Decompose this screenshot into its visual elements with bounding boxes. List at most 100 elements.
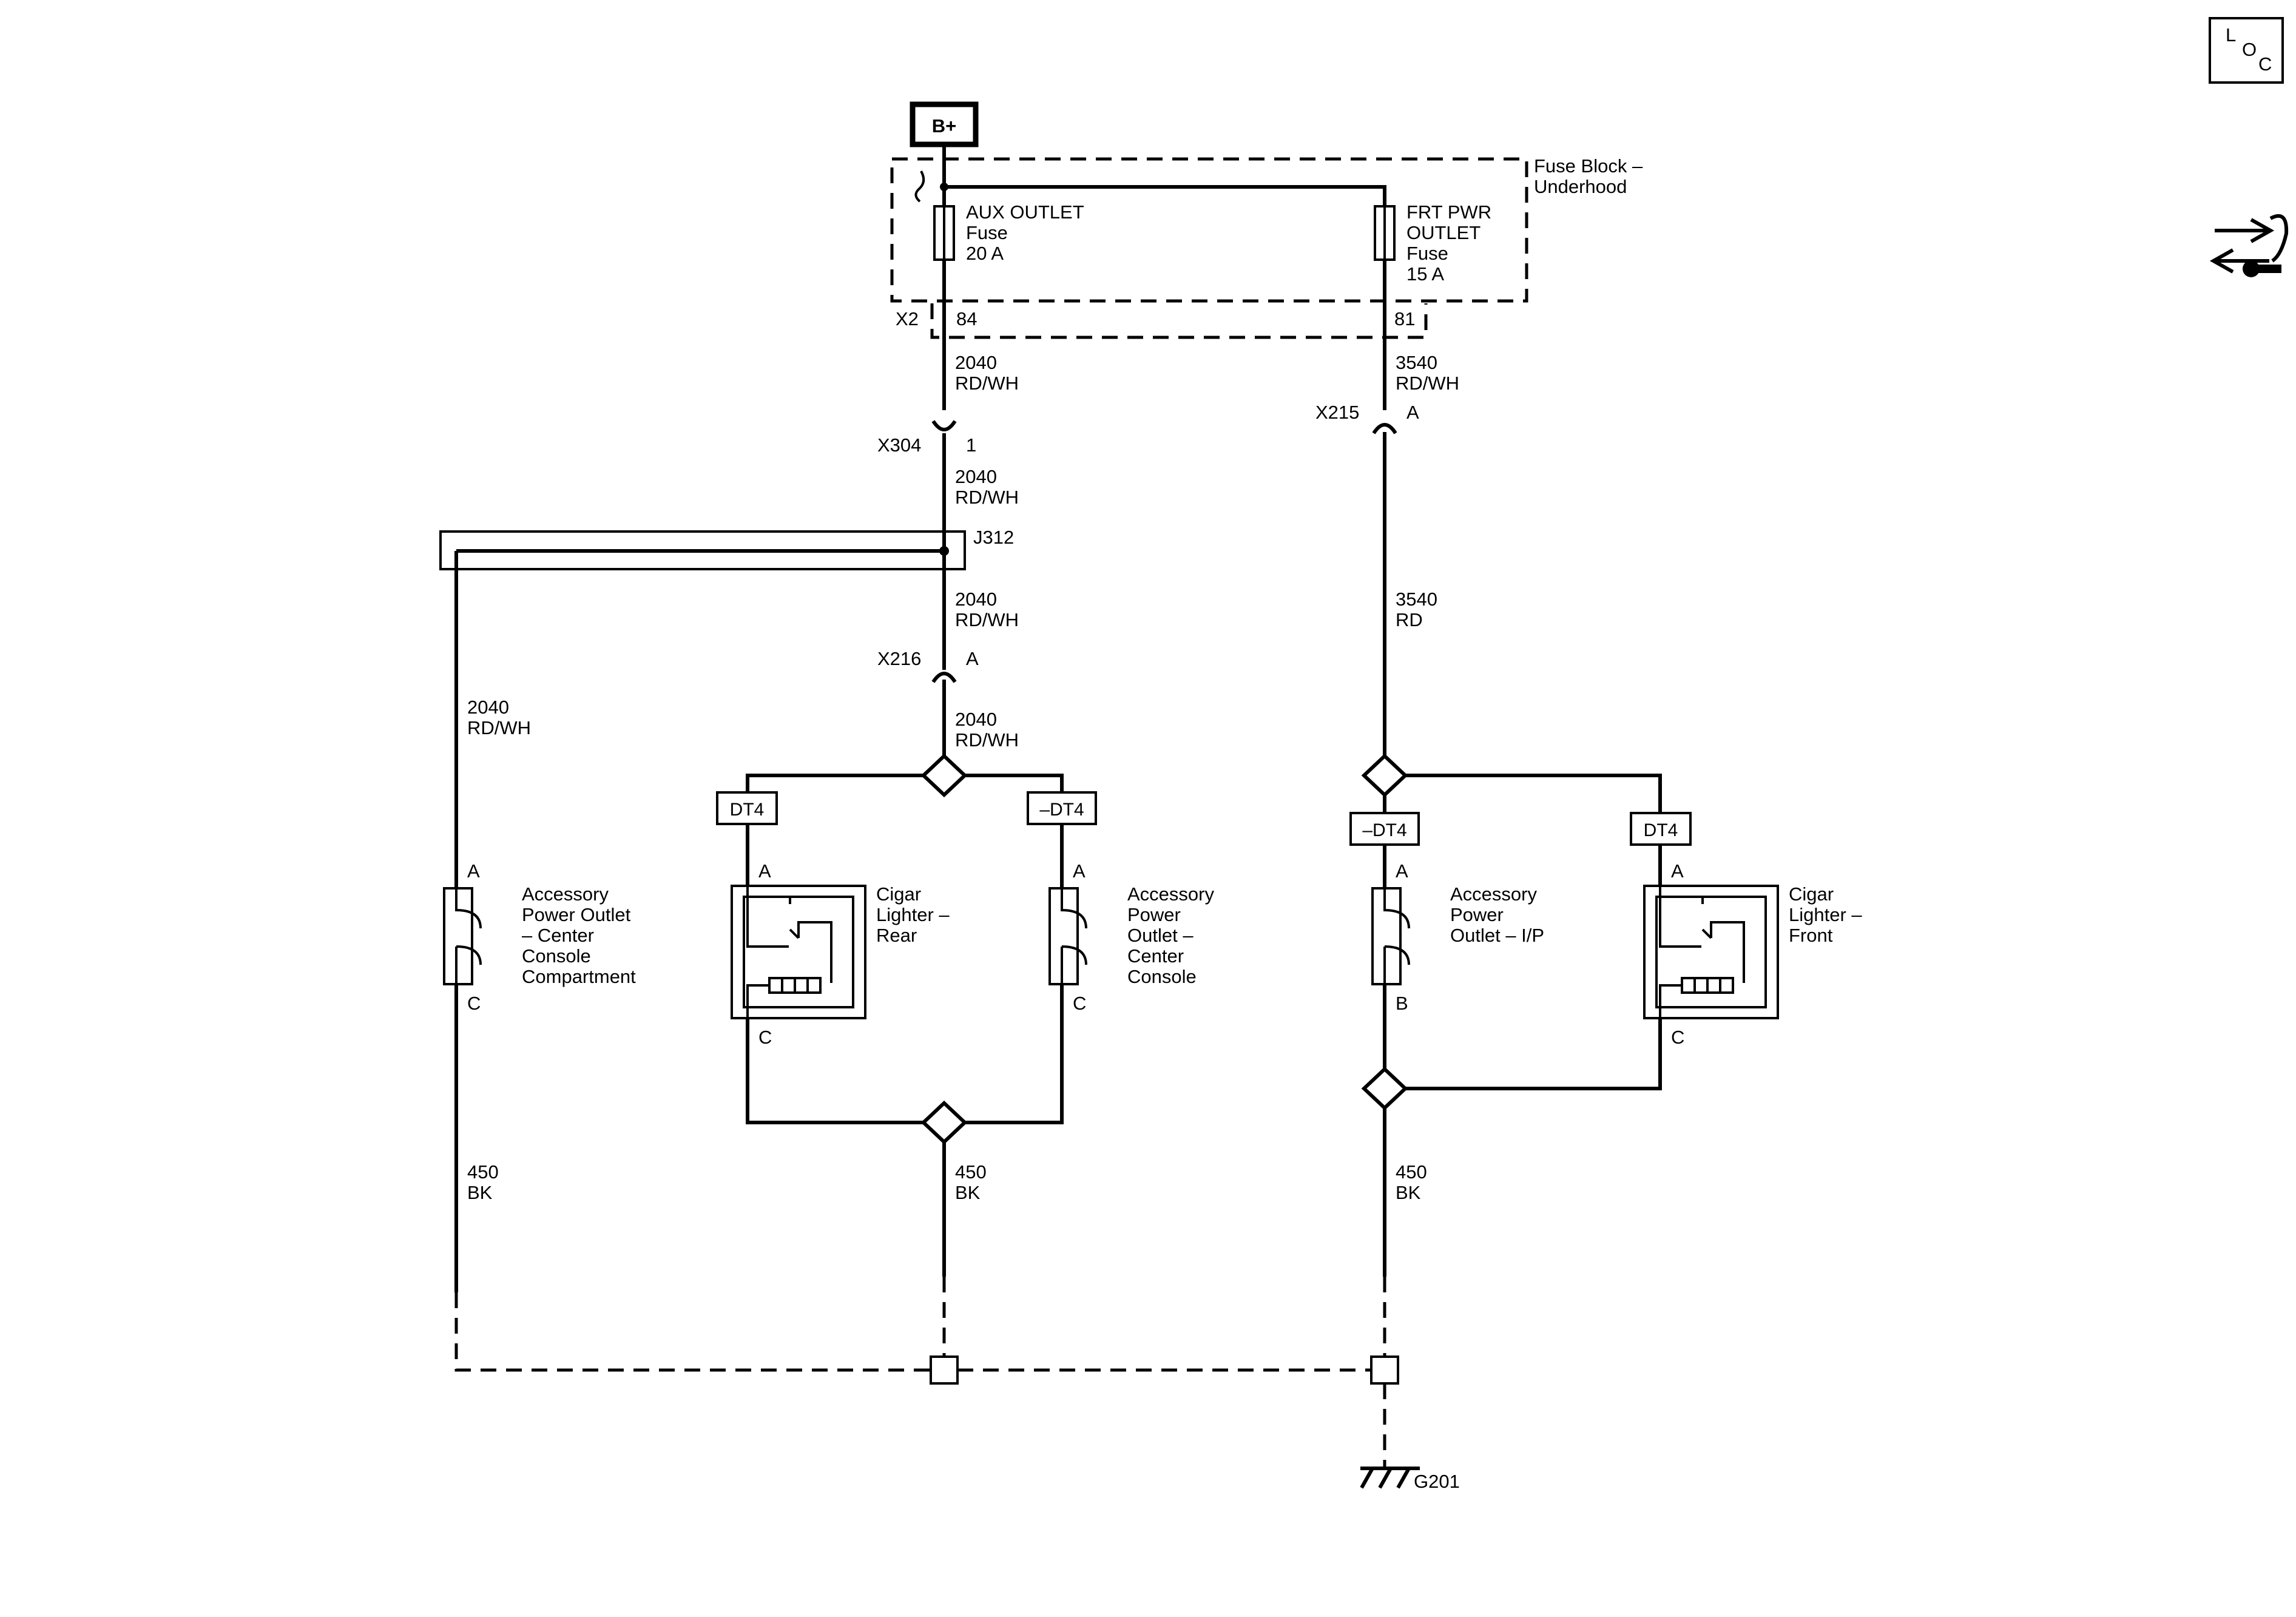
option-tag-not-dt4-ip: –DT4 (1349, 812, 1420, 846)
wire-3540-color-2: RD (1396, 609, 1423, 630)
svg-text:A: A (758, 860, 771, 882)
svg-text:–DT4: –DT4 (1039, 800, 1084, 820)
wire-450-circuit-2: 450 (955, 1161, 987, 1183)
svg-text:Lighter –: Lighter – (876, 904, 950, 925)
wire-2040-circuit-2: 2040 (955, 466, 997, 487)
svg-text:C: C (467, 993, 481, 1014)
svg-text:Power: Power (1450, 904, 1504, 925)
svg-text:A: A (1406, 402, 1419, 423)
svg-text:Rear: Rear (876, 925, 917, 946)
loc-c: C (2258, 53, 2272, 75)
svg-text:Power Outlet: Power Outlet (522, 904, 631, 925)
wire-2040-color-5: RD/WH (467, 717, 531, 738)
x304-name: X304 (877, 434, 921, 456)
wire-450-circuit-3: 450 (1396, 1161, 1427, 1183)
frt-fuse-name-2: OUTLET (1406, 222, 1481, 243)
svg-text:A: A (1671, 860, 1684, 882)
x216-name: X216 (877, 648, 921, 669)
x2-pin-84: 84 (956, 308, 977, 329)
locator-icon[interactable]: L O C (2209, 17, 2284, 84)
connector-x215: X215 A (1315, 402, 1419, 434)
wire-2040-circuit-3: 2040 (955, 589, 997, 610)
svg-text:Accessory: Accessory (1450, 883, 1537, 905)
connector-x304: X304 1 (877, 420, 976, 456)
cigar-lighter-rear: A C Cigar Lighter – Rear (731, 860, 950, 1048)
wire-2040-color-2: RD/WH (955, 487, 1019, 508)
svg-text:Outlet – I/P: Outlet – I/P (1450, 925, 1544, 946)
connector-x216: X216 A (877, 648, 979, 683)
splice-right-top (1361, 753, 1408, 798)
svg-text:B: B (1396, 993, 1408, 1014)
svg-text:C: C (1671, 1027, 1684, 1048)
fuse-block-label-1: Fuse Block – (1534, 155, 1643, 177)
splice-left-top (920, 753, 968, 798)
wire-450-color-1: BK (467, 1182, 493, 1203)
svg-text:A: A (1073, 860, 1086, 882)
ground-junction-right (1370, 1355, 1399, 1385)
wire-3540-color-1: RD/WH (1396, 373, 1459, 394)
svg-text:Accessory: Accessory (522, 883, 609, 905)
svg-text:Outlet –: Outlet – (1127, 925, 1194, 946)
svg-text:Center: Center (1127, 945, 1184, 967)
ground-junction-left (930, 1355, 959, 1385)
aux-fuse-name-1: AUX OUTLET (966, 201, 1084, 223)
svg-text:Cigar: Cigar (1789, 883, 1834, 905)
svg-text:Front: Front (1789, 925, 1833, 946)
wire-2040-color-1: RD/WH (955, 373, 1019, 394)
cigar-lighter-front: A C Cigar Lighter – Front (1643, 860, 1862, 1048)
x2-pin-81: 81 (1394, 308, 1415, 329)
svg-text:Console: Console (1127, 966, 1197, 987)
wire-2040-circuit-5: 2040 (467, 697, 509, 718)
svg-text:DT4: DT4 (1644, 820, 1678, 840)
wire-3540-circuit-2: 3540 (1396, 589, 1437, 610)
svg-text:X215: X215 (1315, 402, 1359, 423)
accessory-power-outlet-center-console: A C Accessory Power Outlet – Center Cons… (1048, 860, 1214, 1014)
j312-name: J312 (973, 527, 1014, 548)
option-tag-not-dt4-cc: –DT4 (1027, 791, 1097, 825)
bus-bar (942, 144, 1386, 206)
wire-2040-circuit-1: 2040 (955, 352, 997, 373)
x216-pin: A (966, 648, 979, 669)
loc-l: L (2226, 24, 2236, 46)
svg-text:Lighter –: Lighter – (1789, 904, 1862, 925)
svg-text:Power: Power (1127, 904, 1181, 925)
ground-g201: G201 (1360, 1467, 1460, 1492)
battery-positive-box: B+ (910, 101, 979, 147)
fuse-block-label-2: Underhood (1534, 176, 1627, 197)
svg-text:C: C (758, 1027, 772, 1048)
aux-fuse-name-2: Fuse (966, 222, 1008, 243)
wire-450-circuit-1: 450 (467, 1161, 499, 1183)
svg-text:Accessory: Accessory (1127, 883, 1214, 905)
wire-2040-color-3: RD/WH (955, 609, 1019, 630)
wire-2040-color-4: RD/WH (955, 729, 1019, 751)
svg-text:A: A (467, 860, 480, 882)
connector-x2: X2 84 81 (896, 303, 1428, 339)
svg-text:– Center: – Center (522, 925, 594, 946)
svg-text:Console: Console (522, 945, 591, 967)
wire-2040-circuit-4: 2040 (955, 709, 997, 730)
aux-fuse-name-3: 20 A (966, 243, 1004, 264)
svg-text:A: A (1396, 860, 1408, 882)
splice-j312: J312 (439, 527, 1014, 570)
svg-text:DT4: DT4 (730, 800, 765, 820)
option-tag-dt4-rear: DT4 (716, 791, 778, 825)
frt-pwr-outlet-fuse: FRT PWR OUTLET Fuse 15 A (1374, 201, 1491, 285)
battery-label: B+ (932, 115, 957, 137)
svg-text:Cigar: Cigar (876, 883, 921, 905)
x2-name: X2 (896, 308, 919, 329)
frt-fuse-name-1: FRT PWR (1406, 201, 1491, 223)
x304-pin: 1 (966, 434, 976, 456)
splice-left-bottom (920, 1100, 968, 1145)
accessory-power-outlet-ip: A B Accessory Power Outlet – I/P (1371, 860, 1544, 1014)
ground-label: G201 (1414, 1471, 1460, 1492)
frt-fuse-name-4: 15 A (1406, 263, 1444, 285)
svg-text:Compartment: Compartment (522, 966, 636, 987)
svg-text:C: C (1073, 993, 1086, 1014)
wrench-arrows-icon[interactable] (2209, 214, 2289, 277)
loc-o: O (2242, 39, 2257, 60)
aux-outlet-fuse: AUX OUTLET Fuse 20 A (933, 187, 1084, 264)
fuse-block-underhood: Fuse Block – Underhood (890, 155, 1643, 303)
bus-break-symbol (914, 170, 925, 203)
svg-text:–DT4: –DT4 (1362, 820, 1406, 840)
